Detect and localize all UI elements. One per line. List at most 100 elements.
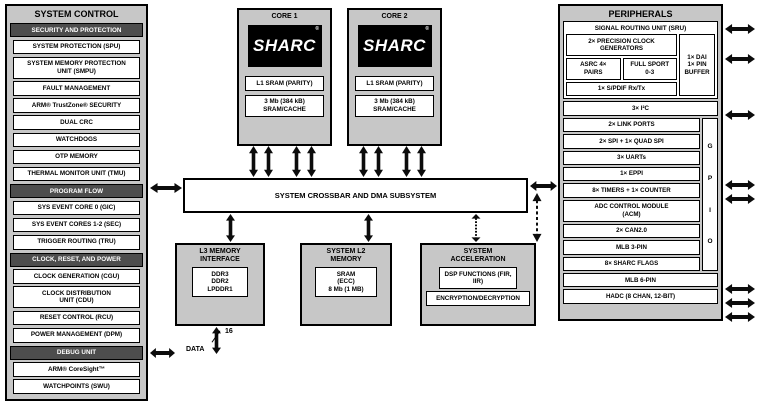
core1-block: CORE 1 SHARC ® L1 SRAM (PARITY) 3 Mb (38… [237, 8, 332, 146]
encryption-box: ENCRYPTION/DECRYPTION [426, 291, 530, 306]
gpio-letter-i: I [709, 206, 711, 214]
registered-mark: ® [425, 26, 430, 32]
crossbar-block: SYSTEM CROSSBAR AND DMA SUBSYSTEM [183, 178, 528, 213]
bus-data-label: DATA [186, 346, 205, 353]
core2-mem-size: 3 Mb (384 kB) [374, 98, 415, 106]
item-fault-management: FAULT MANAGEMENT [13, 81, 140, 96]
arrow-peripheral-external [725, 180, 755, 190]
arrow-peripheral-external [725, 312, 755, 322]
core2-block: CORE 2 SHARC ® L1 SRAM (PARITY) 3 Mb (38… [347, 8, 442, 146]
item-dpm: POWER MANAGEMENT (DPM) [13, 327, 140, 343]
system-control-title: SYSTEM CONTROL [34, 9, 119, 19]
l3-memory-block: L3 MEMORY INTERFACE DDR3 DDR2 LPDDR1 [175, 243, 265, 326]
full-sport-label: FULL SPORT 0-3 [630, 61, 670, 76]
full-sport: FULL SPORT 0-3 [622, 57, 677, 80]
arrow-peripheral-external [725, 298, 755, 308]
buffer-label: BUFFER [684, 68, 710, 76]
l2-ecc-label: (ECC) [337, 278, 355, 286]
section-header-program-flow: PROGRAM FLOW [10, 184, 143, 199]
arrow-l3-data-bus [212, 327, 221, 354]
ddr3-label: DDR3 [211, 270, 229, 278]
crossbar-label: SYSTEM CROSSBAR AND DMA SUBSYSTEM [274, 191, 437, 200]
item-dual-crc: DUAL CRC [13, 115, 140, 131]
sharc-logo-text: SHARC [363, 36, 426, 55]
item-spu: SYSTEM PROTECTION (SPU) [13, 39, 140, 55]
item-tmu: THERMAL MONITOR UNIT (TMU) [13, 166, 140, 182]
adc-control-module-label: ADC CONTROL MODULE (ACM) [594, 203, 669, 218]
eppi: 1× EPPI [563, 166, 700, 182]
peripherals-panel: PERIPHERALS SIGNAL ROUTING UNIT (SRU) 2×… [558, 4, 723, 321]
item-smpu: SYSTEM MEMORY PROTECTION UNIT (SMPU) [13, 56, 140, 79]
arrow-core1-bus [264, 146, 273, 177]
precision-clock-generators: 2× PRECISION CLOCK GENERATORS [566, 34, 677, 56]
item-sec: SYS EVENT CORES 1-2 (SEC) [13, 217, 140, 233]
link-ports: 2× LINK PORTS [563, 117, 700, 133]
item-cdu: CLOCK DISTRIBUTION UNIT (CDU) [13, 286, 140, 309]
core1-mem-type: SRAM/CACHE [263, 105, 306, 113]
asrc-pairs-label: ASRC 4× PAIRS [580, 61, 607, 76]
item-rcu: RESET CONTROL (RCU) [13, 310, 140, 326]
arrow-peripheral-external [725, 24, 755, 34]
l2-memory-title: SYSTEM L2 MEMORY [302, 245, 390, 265]
sharc-flags: 8× SHARC FLAGS [563, 256, 700, 271]
arrow-core1-bus [292, 146, 301, 177]
arrow-peripheral-external [725, 54, 755, 64]
arrow-core2-bus [359, 146, 368, 177]
core2-title: CORE 2 [381, 13, 408, 20]
registered-mark: ® [315, 26, 320, 32]
l2-sram-box: SRAM (ECC) 8 Mb (1 MB) [315, 267, 377, 297]
item-swu: WATCHPOINTS (SWU) [13, 379, 140, 394]
gpio-letter-g: G [707, 143, 713, 151]
core1-l1-size-box: 3 Mb (384 kB) SRAM/CACHE [245, 94, 324, 117]
l3-memory-title: L3 MEMORY INTERFACE [177, 245, 263, 265]
arrow-crossbar-l3 [226, 214, 235, 242]
gpio-letter-p: P [707, 174, 713, 182]
item-otp-memory: OTP MEMORY [13, 149, 140, 165]
l2-memory-title-text: SYSTEM L2 MEMORY [326, 248, 366, 264]
asrc-pairs: ASRC 4× PAIRS [566, 57, 621, 80]
gpio-letter-o: O [707, 238, 713, 246]
gpio-strip: G P I O [702, 117, 718, 271]
ddr2-label: DDR2 [211, 278, 229, 286]
core2-l1-sram-label: L1 SRAM (PARITY) [355, 76, 434, 91]
l3-memory-title-text: L3 MEMORY INTERFACE [199, 248, 241, 264]
dai-label: 1× DAI [687, 53, 707, 61]
arrow-crossbar-l2 [364, 214, 373, 242]
arrow-peripheral-external [725, 110, 755, 120]
core1-mem-size: 3 Mb (384 kB) [264, 98, 305, 106]
arrow-debug-external [150, 348, 175, 358]
arrow-core2-bus [417, 146, 426, 177]
pin-label: 1× PIN [687, 61, 707, 69]
arrow-peripheral-external [725, 194, 755, 204]
sru-title: SIGNAL ROUTING UNIT (SRU) [594, 25, 687, 32]
bus-width-label: 16 [225, 328, 233, 335]
peripherals-title: PERIPHERALS [608, 9, 673, 19]
i2c-bar: 3× I²C [563, 101, 718, 116]
item-cdu-label: CLOCK DISTRIBUTION UNIT (CDU) [42, 289, 111, 305]
arrow-core1-bus [307, 146, 316, 177]
core1-title: CORE 1 [271, 13, 298, 20]
lpddr1-label: LPDDR1 [207, 285, 233, 293]
core2-mem-type: SRAM/CACHE [373, 105, 416, 113]
arrow-core2-bus [374, 146, 383, 177]
adc-control-module: ADC CONTROL MODULE (ACM) [563, 199, 700, 222]
section-header-clock-reset-power: CLOCK, RESET, AND POWER [10, 252, 143, 267]
system-control-panel: SYSTEM CONTROL SECURITY AND PROTECTION S… [5, 4, 148, 401]
acceleration-title-text: SYSTEM ACCELERATION [450, 248, 506, 264]
item-smpu-label: SYSTEM MEMORY PROTECTION UNIT (SMPU) [27, 60, 126, 75]
section-header-debug: DEBUG UNIT [10, 345, 143, 360]
arrow-core2-bus [402, 146, 411, 177]
core2-l1-size-box: 3 Mb (384 kB) SRAM/CACHE [355, 94, 434, 117]
item-watchdogs: WATCHDOGS [13, 132, 140, 148]
sru-block: SIGNAL ROUTING UNIT (SRU) 2× PRECISION C… [563, 21, 718, 100]
spi-quad-spi: 2× SPI + 1× QUAD SPI [563, 134, 700, 149]
item-tru: TRIGGER ROUTING (TRU) [13, 234, 140, 250]
uarts: 3× UARTs [563, 150, 700, 165]
gpio-peripheral-group: 2× LINK PORTS 2× SPI + 1× QUAD SPI 3× UA… [563, 117, 718, 271]
section-header-security: SECURITY AND PROTECTION [10, 23, 143, 38]
ddr-box: DDR3 DDR2 LPDDR1 [192, 267, 248, 297]
mlb-3pin: MLB 3-PIN [563, 240, 700, 255]
dai-pin-buffer: 1× DAI 1× PIN BUFFER [679, 34, 715, 97]
arrow-peripheral-external [725, 284, 755, 294]
core1-l1-sram-label: L1 SRAM (PARITY) [245, 76, 324, 91]
